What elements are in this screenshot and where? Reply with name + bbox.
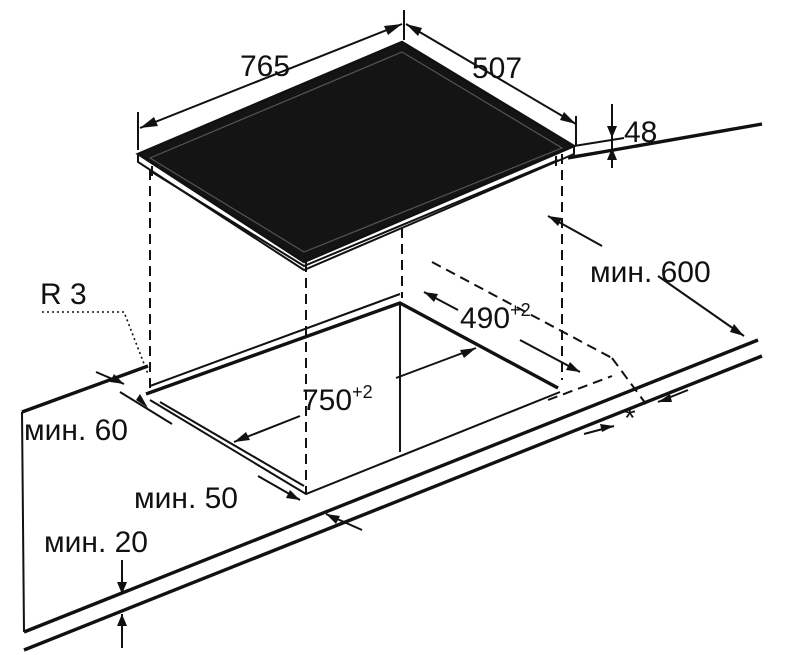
min-600-label: мин. 600 (590, 256, 711, 289)
cutout-width-label: 750+2 (302, 382, 373, 417)
cutout-depth-tolerance: +2 (510, 300, 531, 320)
cutout-depth-value: 490 (460, 302, 510, 335)
min-20-label: мин. 20 (44, 526, 148, 559)
min-60-label: мин. 60 (24, 414, 128, 447)
cutout-width-tolerance: +2 (352, 382, 373, 402)
cutout-width-value: 750 (302, 384, 352, 417)
depth-label: 507 (472, 52, 522, 85)
min-50-label: мин. 50 (134, 482, 238, 515)
height-label: 48 (624, 116, 657, 149)
radius-label: R 3 (40, 278, 87, 311)
width-label: 765 (240, 50, 290, 83)
projection-lines (149, 154, 647, 494)
asterisk-label: * (624, 402, 636, 435)
dimension-lines (42, 10, 745, 648)
cutout-depth-label: 490+2 (460, 300, 531, 335)
